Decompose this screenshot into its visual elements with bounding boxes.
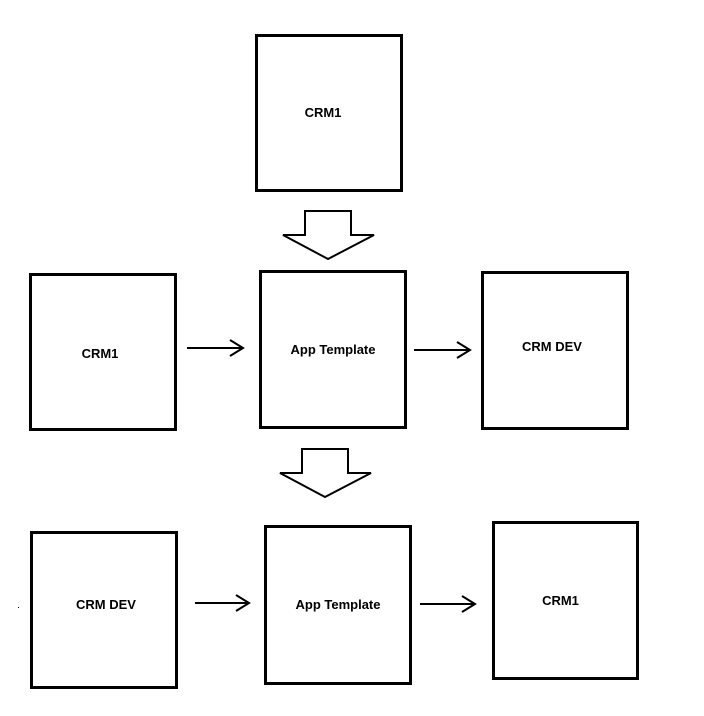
- block-arrow-down-1: [282, 210, 375, 261]
- box-row3-crm1-label: CRM1: [542, 593, 579, 608]
- box-row2-app-template: App Template: [259, 270, 407, 429]
- box-row2-app-template-label: App Template: [290, 342, 376, 357]
- arrow-row3-right: [420, 595, 477, 613]
- box-row2-crm1: CRM1: [29, 273, 177, 431]
- arrow-row3-left: [195, 594, 251, 612]
- block-arrow-down-2: [279, 448, 372, 499]
- stray-dot: [18, 607, 19, 608]
- arrow-row2-right: [414, 341, 472, 359]
- box-row1-crm1: CRM1: [255, 34, 403, 192]
- box-row3-crm-dev-label: CRM DEV: [76, 596, 136, 612]
- box-row2-crm-dev-label: CRM DEV: [522, 339, 582, 354]
- box-row3-app-template-label: App Template: [295, 596, 381, 612]
- arrow-row2-left: [187, 339, 245, 357]
- box-row2-crm-dev: CRM DEV: [481, 271, 629, 430]
- box-row3-app-template: App Template: [264, 525, 412, 685]
- box-row3-crm-dev: CRM DEV: [30, 531, 178, 689]
- box-row2-crm1-label: CRM1: [81, 345, 119, 361]
- box-row1-crm1-label: CRM1: [304, 104, 342, 120]
- box-row3-crm1: CRM1: [492, 521, 639, 680]
